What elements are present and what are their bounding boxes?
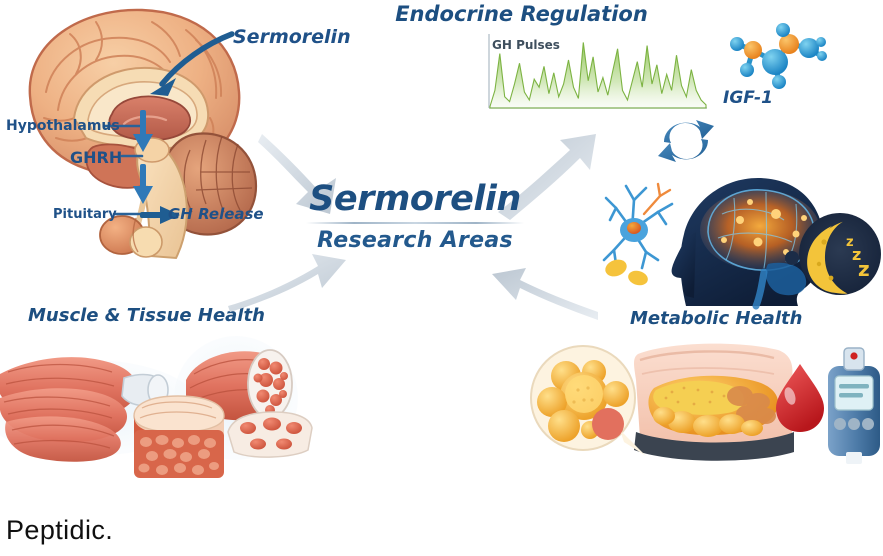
gh-pulse-chart: [483, 30, 713, 118]
page-subtitle: Research Areas: [317, 228, 513, 253]
head-brain-illustration: z z z: [600, 168, 883, 310]
label-sermorelin: Sermorelin: [233, 26, 351, 48]
pituitary-flow-arrow: [133, 164, 153, 204]
gh-pulses-label: GH Pulses: [492, 38, 560, 52]
metabolic-illustration: [510, 340, 883, 465]
center-hub: Sermorelin Research Areas: [300, 182, 530, 253]
muscle-heading: Muscle & Tissue Health: [28, 305, 265, 326]
feedback-cycle-icon: [652, 112, 720, 170]
gh-release-arrow: [140, 206, 180, 224]
igf1-molecule-icon: [723, 22, 833, 94]
endocrine-heading: Endocrine Regulation: [395, 2, 648, 26]
page-title: Sermorelin: [309, 179, 521, 219]
arrow-center-to-endocrine: [498, 134, 596, 220]
muscle-illustration: [0, 336, 340, 478]
sermorelin-pointer-arrow: [150, 31, 235, 96]
arrow-metabolic-to-center: [492, 268, 598, 320]
arrow-brain-to-center: [258, 134, 336, 214]
brain-illustration: [0, 0, 300, 270]
metabolic-heading: Metabolic Health: [630, 308, 803, 329]
title-divider: [306, 222, 524, 224]
blood-drop-icon: [776, 364, 824, 432]
neuron-cell-icon: [602, 182, 674, 286]
label-hypothalamus: Hypothalamus: [6, 118, 120, 134]
label-ghrh: GHRH: [70, 148, 123, 167]
ghrh-flow-arrow: [133, 110, 153, 152]
svg-text:z: z: [846, 235, 854, 250]
glucose-meter-icon: [828, 347, 880, 464]
arrow-muscle-to-center: [228, 254, 346, 312]
svg-text:z: z: [858, 257, 870, 281]
bottom-caption: Peptidic.: [6, 515, 114, 545]
svg-text:z: z: [852, 245, 861, 264]
label-gh-release: GH Release: [168, 205, 264, 223]
label-pituitary: Pituitary: [53, 207, 117, 222]
moon-sleep-icon: z z z: [785, 213, 881, 295]
igf1-label: IGF-1: [723, 88, 773, 108]
